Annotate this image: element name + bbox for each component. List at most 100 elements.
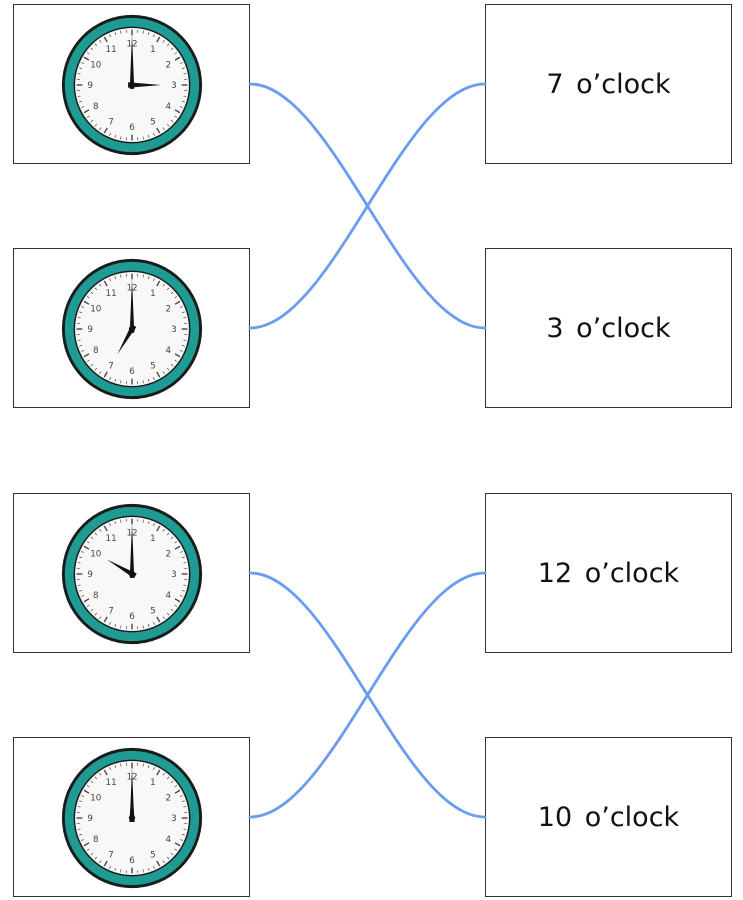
clock-numeral: 7 — [108, 117, 114, 127]
clock-tick — [183, 339, 187, 341]
clock-tick — [179, 62, 183, 64]
clock-tick — [114, 623, 117, 627]
clock-numeral: 3 — [171, 81, 177, 91]
clock-numeral: 11 — [106, 534, 117, 544]
clock-tick — [109, 278, 111, 282]
clock-tick — [147, 521, 150, 525]
clock-tick — [179, 839, 183, 841]
clock-numeral: 4 — [165, 835, 171, 845]
clock-tick — [166, 123, 170, 127]
clock-tick — [109, 132, 111, 136]
clock-tick — [86, 359, 90, 362]
clock-tick — [90, 119, 94, 123]
clock-tick — [94, 612, 98, 616]
clock-tick — [142, 30, 144, 34]
clock-tick — [183, 828, 187, 830]
clock-tick — [120, 30, 122, 34]
minute-hand — [129, 767, 135, 822]
clock-tick — [179, 551, 183, 553]
clock-tick — [109, 865, 111, 869]
clock-tick — [147, 378, 150, 382]
clock-numeral: 3 — [171, 570, 177, 580]
clock-numeral: 9 — [87, 570, 93, 580]
clock-tick — [174, 109, 181, 114]
clock-numeral: 8 — [93, 102, 99, 112]
clock-tick — [170, 363, 174, 367]
clock-numeral: 9 — [87, 325, 93, 335]
clock-tick — [103, 616, 108, 623]
clock-tick — [174, 848, 178, 851]
clock-tick — [83, 300, 90, 305]
clock-tick — [94, 856, 98, 860]
clock-tick — [79, 311, 83, 314]
clock-numeral: 2 — [165, 793, 171, 803]
clock-tick — [147, 765, 150, 769]
clock-tick — [162, 528, 165, 532]
clock-pivot — [128, 325, 136, 333]
clock-numeral: 10 — [90, 793, 101, 803]
clock-card-4[interactable]: 121234567891011 — [13, 737, 250, 897]
match-line-2 — [248, 82, 487, 330]
clock-card-1[interactable]: 121234567891011 — [13, 4, 250, 164]
clock-numeral: 7 — [108, 850, 114, 860]
clock-numeral: 5 — [150, 850, 156, 860]
clock-tick — [120, 274, 122, 278]
clock-numeral: 11 — [106, 778, 117, 788]
clock-tick — [81, 106, 85, 108]
clock-tick — [142, 763, 144, 767]
clock-tick — [94, 367, 98, 371]
clock-tick — [83, 789, 90, 794]
clock-numeral: 4 — [165, 591, 171, 601]
clock-tick — [90, 536, 94, 540]
clock-tick — [77, 806, 81, 808]
clock-tick — [179, 795, 183, 797]
clock-tick — [156, 769, 161, 776]
clock-tick — [83, 598, 90, 603]
clock-numeral: 1 — [150, 45, 156, 55]
clock-tick — [166, 532, 170, 536]
time-label-card-2[interactable]: 3 o’clock — [485, 248, 732, 408]
clock-tick — [103, 371, 108, 378]
clock-numeral: 9 — [87, 81, 93, 91]
clock-tick — [79, 800, 83, 803]
clock-tick — [181, 800, 185, 803]
minute-hand — [129, 278, 135, 333]
clock-tick — [174, 115, 178, 118]
clock-tick — [83, 109, 90, 114]
clock-tick — [120, 519, 122, 523]
clock-card-3[interactable]: 121234567891011 — [13, 493, 250, 653]
clock-tick — [153, 621, 155, 625]
time-label-card-4[interactable]: 10 o’clock — [485, 737, 732, 897]
time-label-card-1[interactable]: 7 o’clock — [485, 4, 732, 164]
clock-tick — [86, 541, 90, 544]
clock-numeral: 8 — [93, 346, 99, 356]
clock-tick — [103, 36, 108, 43]
clock-card-2[interactable]: 121234567891011 — [13, 248, 250, 408]
clock-numeral: 5 — [150, 361, 156, 371]
clock-tick — [99, 772, 102, 776]
time-label: 7 o’clock — [546, 68, 671, 100]
clock-tick — [120, 763, 122, 767]
clock-tick — [183, 562, 187, 564]
match-line-4 — [248, 571, 487, 819]
clock-tick — [142, 625, 144, 629]
clock-tick — [170, 291, 174, 295]
clock-tick — [86, 785, 90, 788]
clock-tick — [153, 34, 155, 38]
clock-tick — [170, 608, 174, 612]
clock-numeral: 1 — [150, 534, 156, 544]
clock-tick — [162, 772, 165, 776]
clock-numeral: 5 — [150, 117, 156, 127]
clock-tick — [179, 106, 183, 108]
clock-tick — [174, 52, 178, 55]
clock-tick — [109, 621, 111, 625]
clock-tick — [174, 296, 178, 299]
time-label-card-3[interactable]: 12 o’clock — [485, 493, 732, 653]
clock-tick — [166, 43, 170, 47]
clock-tick — [120, 869, 122, 873]
clock-tick — [114, 765, 117, 769]
clock-pivot — [128, 81, 136, 89]
clock-tick — [99, 371, 102, 375]
clock-tick — [179, 595, 183, 597]
clock-numeral: 10 — [90, 60, 101, 70]
